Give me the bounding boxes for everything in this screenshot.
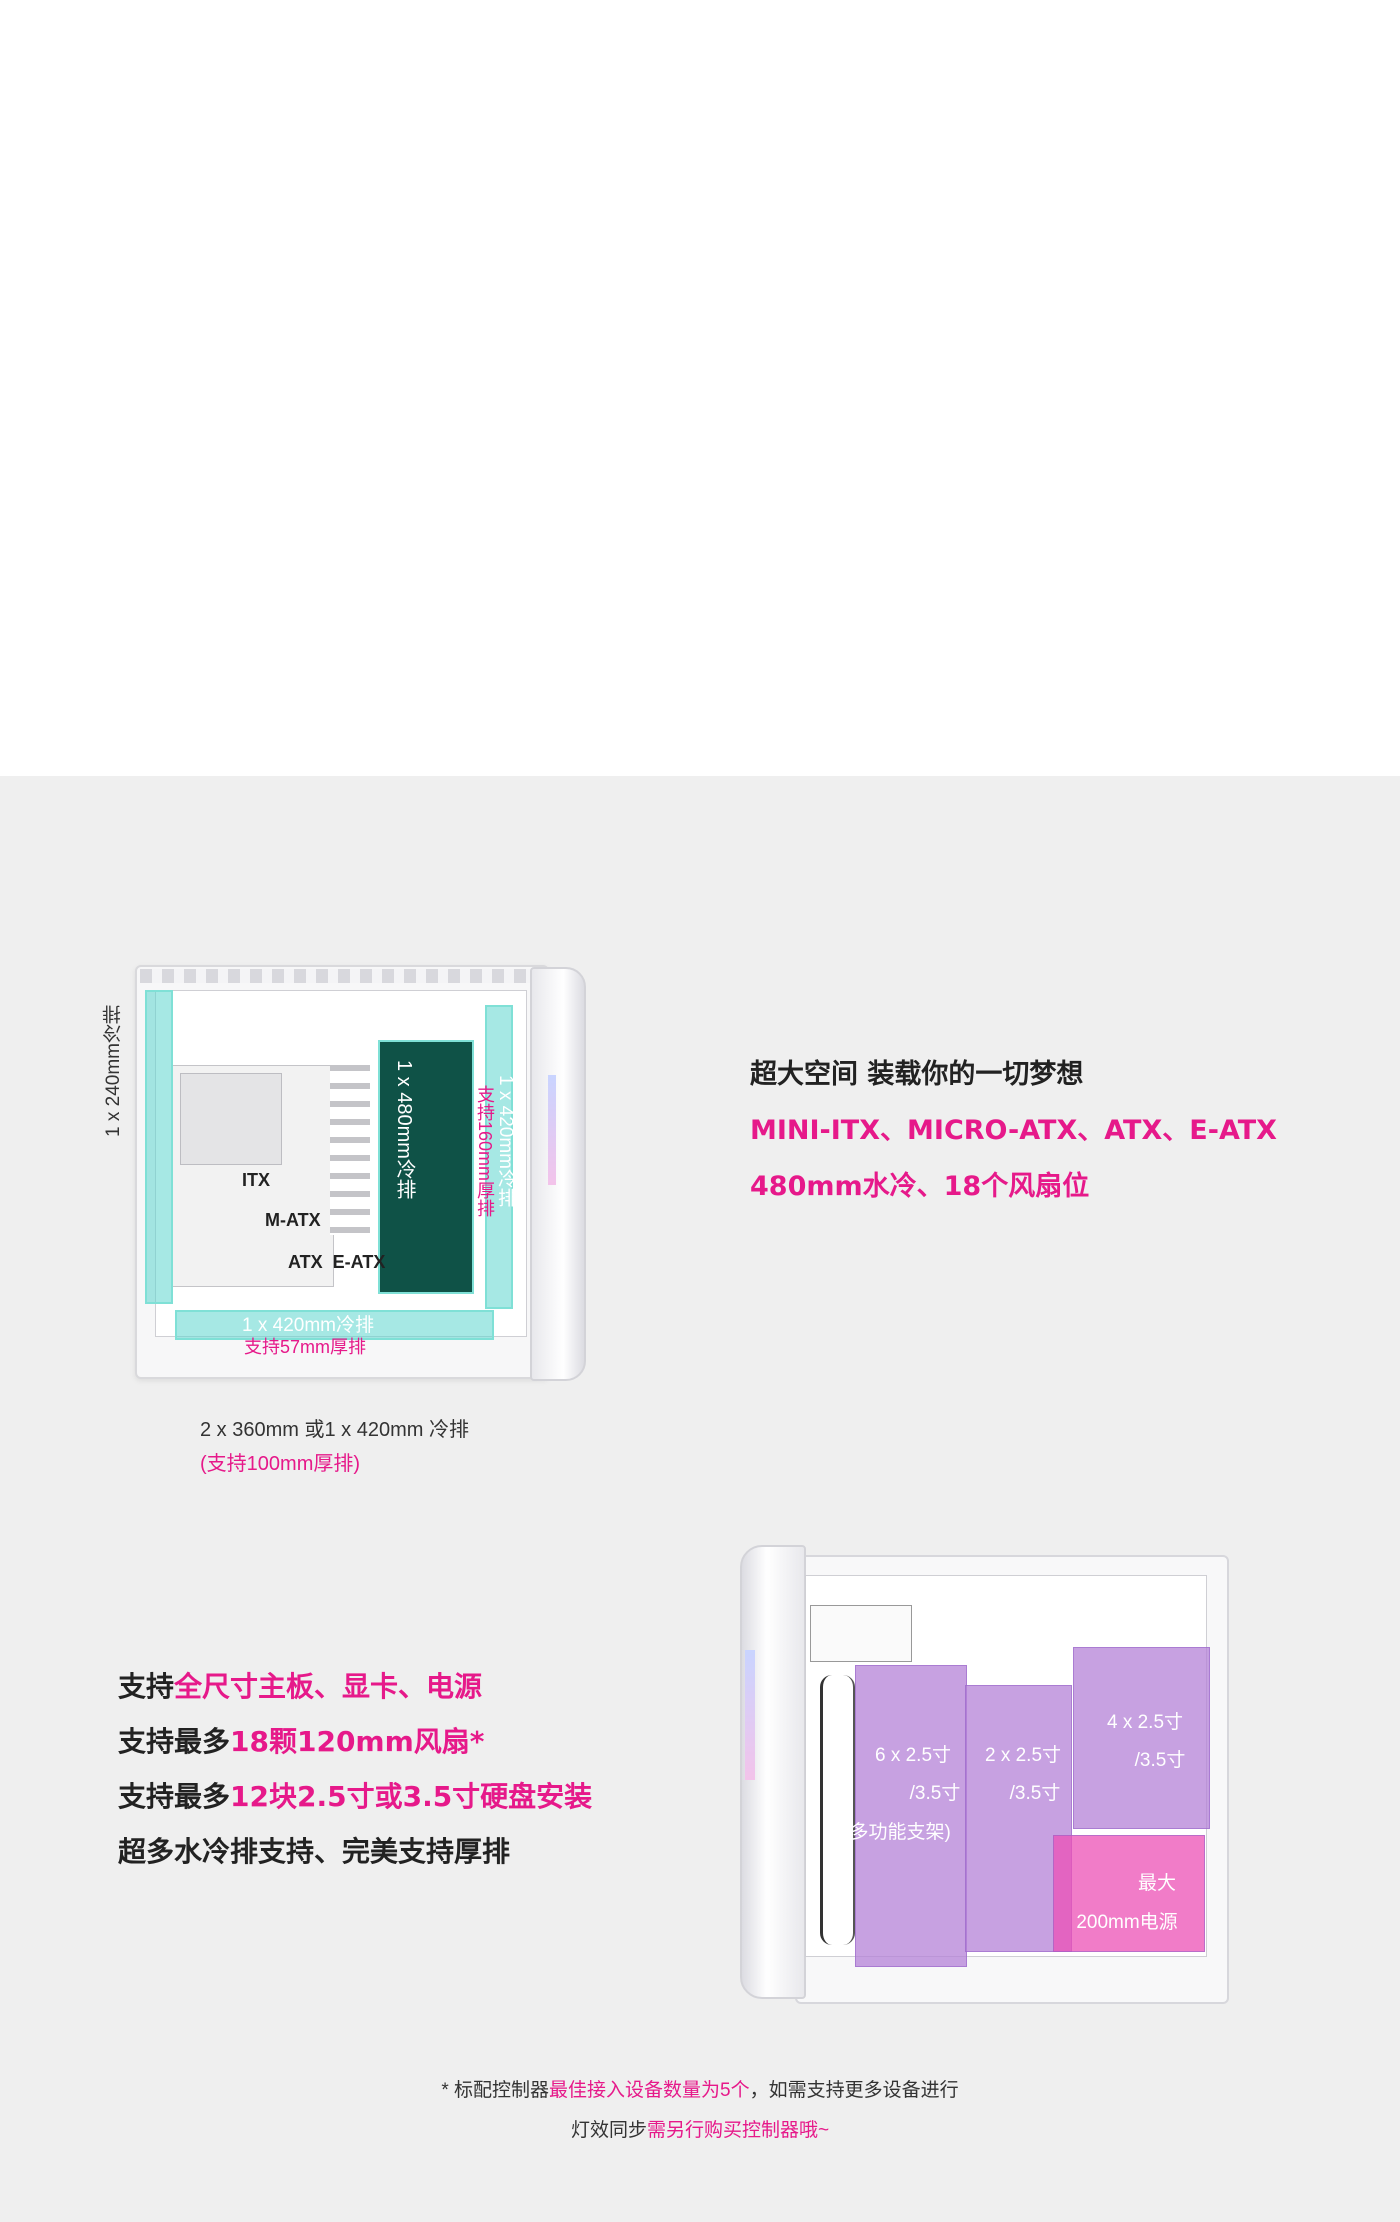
bay-b-label-1: 2 x 2.5寸 xyxy=(984,1745,1062,1766)
footnote-l1-a: * 标配控制器 xyxy=(441,2080,550,2101)
psu-label-2: 200mm电源 xyxy=(1076,1912,1178,1933)
case1-caption: 2 x 360mm 或1 x 420mm 冷排 xyxy=(200,1419,469,1441)
footnote-line-2: 灯效同步需另行购买控制器哦~ xyxy=(0,2115,1400,2142)
psu-label-1: 最大 xyxy=(1137,1873,1176,1894)
line1-highlight: 全尺寸主板、显卡、电源 xyxy=(174,1670,483,1703)
case2-front-light-strip xyxy=(745,1650,755,1780)
case-front-panel xyxy=(530,967,586,1381)
bay-a-label-3: (多功能支架) xyxy=(843,1822,951,1843)
footnote-l1-c: ，如需支持更多设备进行 xyxy=(749,2080,959,2101)
itx-label: ITX xyxy=(242,1170,271,1190)
case1-caption-note: (支持100mm厚排) xyxy=(200,1453,361,1475)
drive-bay-multi xyxy=(855,1665,967,1967)
line3-prefix: 支持最多 xyxy=(118,1780,231,1813)
line1-prefix: 支持 xyxy=(118,1670,175,1703)
section2-line-4: 超多水冷排支持、完美支持厚排 xyxy=(118,1830,510,1870)
bay-a-label-1: 6 x 2.5寸 xyxy=(874,1745,952,1766)
footnote-l1-b: 最佳接入设备数量为5个 xyxy=(549,2080,750,2101)
aio-480-radiator xyxy=(378,1040,474,1294)
case2-cables xyxy=(820,1675,855,1945)
section1-heading: 超大空间 装载你的一切梦想 xyxy=(750,1059,1084,1090)
left-rad-label: 1 x 240mm冷排 xyxy=(103,1005,124,1137)
line3-highlight: 12块2.5寸或3.5寸硬盘安装 xyxy=(230,1780,593,1813)
line2-highlight: 18颗120mm风扇* xyxy=(230,1725,485,1758)
motherboard-cutout xyxy=(180,1073,282,1165)
section2-line-3: 支持最多12块2.5寸或3.5寸硬盘安装 xyxy=(118,1775,592,1815)
bay-b-label-2: /3.5寸 xyxy=(1009,1783,1061,1804)
footnote-l2-a: 灯效同步 xyxy=(570,2120,647,2141)
case-side-view-storage: 6 x 2.5寸 /3.5寸 (多功能支架) 2 x 2.5寸 /3.5寸 4 … xyxy=(735,1535,1235,2020)
section2-line-2: 支持最多18颗120mm风扇* xyxy=(118,1720,484,1760)
bay-c-label-1: 4 x 2.5寸 xyxy=(1106,1712,1184,1733)
section2-line-1: 支持全尺寸主板、显卡、电源 xyxy=(118,1665,482,1705)
bay-c-label-2: /3.5寸 xyxy=(1134,1750,1186,1771)
line2-prefix: 支持最多 xyxy=(118,1725,231,1758)
atx-label: ATX E-ATX xyxy=(288,1252,386,1272)
footnote-l2-b: 需另行购买控制器哦~ xyxy=(646,2120,830,2141)
rad-zone-right xyxy=(485,1005,513,1309)
top-vent xyxy=(140,969,530,983)
rad-zone-bottom xyxy=(175,1310,494,1340)
aio-label: 1 x 480mm冷排 xyxy=(393,1060,415,1199)
section1-line3: 480mm水冷、18个风扇位 xyxy=(750,1171,1090,1202)
bottom-rad-label: 1 x 420mm冷排 xyxy=(242,1315,374,1336)
footnote-line-1: * 标配控制器最佳接入设备数量为5个，如需支持更多设备进行 xyxy=(0,2075,1400,2102)
line4-prefix: 超多水冷排支持、完美支持厚排 xyxy=(118,1835,511,1868)
right-rad-note: 支持160mm厚排 xyxy=(475,1085,495,1218)
drive-bay-top-right xyxy=(1073,1647,1210,1829)
bottom-rad-note: 支持57mm厚排 xyxy=(244,1337,367,1357)
front-light-strip xyxy=(548,1075,556,1185)
matx-label: M-ATX xyxy=(265,1210,321,1230)
section1-line2: MINI-ITX、MICRO-ATX、ATX、E-ATX xyxy=(750,1115,1277,1146)
expansion-slots xyxy=(330,1065,370,1235)
psu-zone xyxy=(1053,1835,1205,1952)
right-rad-label: 1 x 420mm冷排 xyxy=(495,1075,516,1207)
case2-top-bracket xyxy=(810,1605,912,1662)
rad-zone-left xyxy=(145,990,173,1304)
bay-a-label-2: /3.5寸 xyxy=(909,1783,961,1804)
case-side-view-radiators: 1 x 480mm冷排 1 x 420mm冷排 支持160mm厚排 ITX M-… xyxy=(120,955,590,1395)
